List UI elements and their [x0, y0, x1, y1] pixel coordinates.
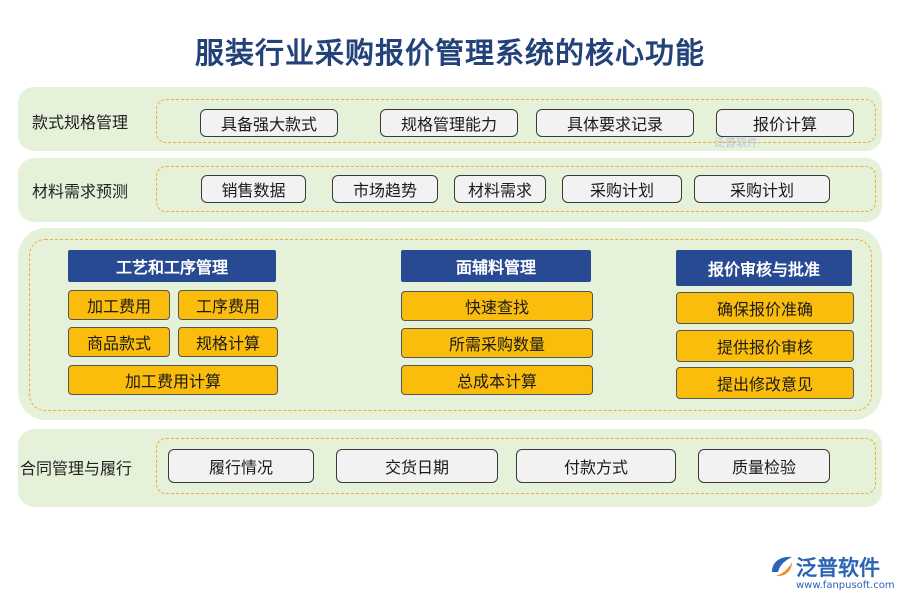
item-material-forecast-2: 市场趋势: [332, 175, 438, 203]
header-fabric: 面辅料管理: [401, 250, 591, 282]
page-title: 服装行业采购报价管理系统的核心功能: [194, 36, 705, 70]
item-contract-1: 履行情况: [168, 449, 314, 483]
band-style-spec: 款式规格管理 具备强大款式 规格管理能力 具体要求记录 报价计算: [18, 87, 882, 151]
item-process-5: 加工费用计算: [68, 365, 278, 395]
band-label-style-spec: 款式规格管理: [32, 113, 129, 132]
item-process-2: 工序费用: [178, 290, 278, 320]
item-material-forecast-1: 销售数据: [201, 175, 306, 203]
band-label-contract: 合同管理与履行: [20, 459, 133, 478]
item-process-4: 规格计算: [178, 327, 278, 357]
item-fabric-1: 快速查找: [401, 291, 593, 321]
item-style-spec-1: 具备强大款式: [200, 109, 338, 137]
item-style-spec-2: 规格管理能力: [380, 109, 518, 137]
band-label-material-forecast: 材料需求预测: [32, 182, 129, 201]
band-core: 工艺和工序管理 加工费用 工序费用 商品款式 规格计算 加工费用计算 面辅料管理…: [18, 228, 882, 420]
dashed-frame-core: [29, 239, 872, 411]
band-contract: 合同管理与履行 履行情况 交货日期 付款方式 质量检验: [18, 429, 882, 507]
item-review-2: 提供报价审核: [676, 330, 854, 362]
item-material-forecast-4: 采购计划: [562, 175, 682, 203]
item-process-1: 加工费用: [68, 290, 170, 320]
item-fabric-3: 总成本计算: [401, 365, 593, 395]
watermark-text: 泛普软件: [714, 136, 758, 149]
dashed-frame-contract: [156, 438, 876, 494]
item-fabric-2: 所需采购数量: [401, 328, 593, 358]
dashed-frame-style-spec: [156, 99, 876, 143]
item-material-forecast-5: 采购计划: [694, 175, 830, 203]
item-style-spec-3: 具体要求记录: [536, 109, 694, 137]
item-process-3: 商品款式: [68, 327, 170, 357]
logo-url: www.fanpusoft.com: [796, 580, 895, 591]
item-material-forecast-3: 材料需求: [454, 175, 546, 203]
dashed-frame-material-forecast: [156, 166, 876, 212]
logo-mark-icon: [772, 556, 792, 577]
item-style-spec-4: 报价计算: [716, 109, 854, 137]
item-contract-4: 质量检验: [698, 449, 830, 483]
band-material-forecast: 材料需求预测 销售数据 市场趋势 材料需求 采购计划 采购计划: [18, 158, 882, 222]
item-review-3: 提出修改意见: [676, 367, 854, 399]
item-contract-3: 付款方式: [516, 449, 676, 483]
logo-name: 泛普软件: [796, 556, 880, 580]
header-process: 工艺和工序管理: [68, 250, 276, 282]
brand-logo: 泛普软件 www.fanpusoft.com: [766, 550, 896, 596]
header-review: 报价审核与批准: [676, 250, 852, 286]
item-review-1: 确保报价准确: [676, 292, 854, 324]
item-contract-2: 交货日期: [336, 449, 498, 483]
